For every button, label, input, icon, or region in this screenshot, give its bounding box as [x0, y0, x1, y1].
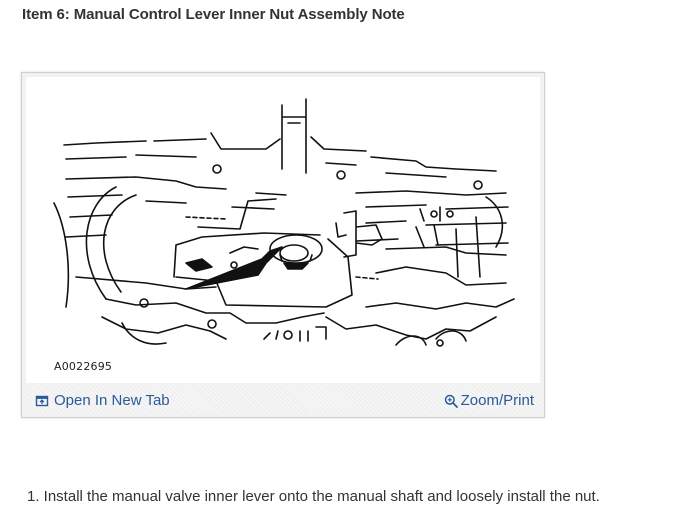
technical-illustration[interactable]: A0022695: [26, 77, 540, 383]
valve-body-drawing: [53, 98, 515, 347]
figure-footer: Open In New Tab Zoom/Print: [26, 385, 540, 413]
zoom-print-label: Zoom/Print: [460, 392, 534, 409]
figure-code: A0022695: [54, 360, 113, 373]
open-in-new-tab-link[interactable]: Open In New Tab: [35, 392, 170, 409]
open-in-new-tab-label: Open In New Tab: [54, 392, 170, 409]
page-title: Item 6: Manual Control Lever Inner Nut A…: [22, 6, 405, 23]
instruction-step: 1. Install the manual valve inner lever …: [27, 488, 600, 505]
figure-card: A0022695 Open In New Tab Zoom/Print: [21, 72, 545, 418]
zoom-magnifier-icon: [444, 394, 458, 408]
zoom-print-link[interactable]: Zoom/Print: [444, 392, 534, 409]
open-in-new-tab-icon: [35, 395, 49, 406]
